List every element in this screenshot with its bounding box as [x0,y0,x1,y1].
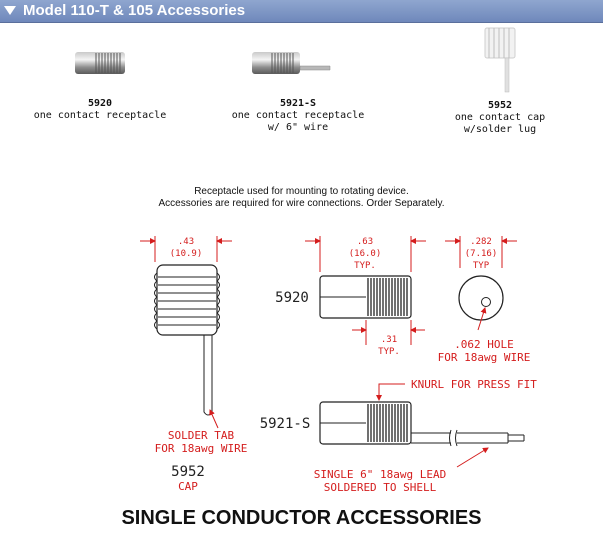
part-number: 5920 [87,98,113,109]
part-description: one contact cap [454,112,546,123]
cap-label: CAP [178,480,198,493]
intro-line-1: Receptacle used for mounting to rotating… [194,186,409,197]
receptacle-with-wire-photo [218,42,378,92]
receptacle-part-label: 5920 [275,290,309,306]
receptacle-photo [20,42,180,92]
lead-label-2: SOLDERED TO SHELL [324,481,437,494]
receptacle-length-typ: TYP. [354,261,376,271]
hole-label-2: FOR 18awg WIRE [438,351,531,364]
product-5921-s: 5921-S one contact receptacle w/ 6" wire [218,42,378,134]
solder-tab-label-1: SOLDER TAB [168,429,235,442]
intro-line-2: Accessories are required for wire connec… [158,198,445,209]
end-diameter-typ: TYP [473,261,490,271]
part-description: one contact receptacle [231,110,365,121]
receptacle-wire-part-label: 5921-S [260,416,311,432]
end-diameter-mm: (7.16) [465,249,498,259]
lead-label-1: SINGLE 6" 18awg LEAD [314,468,446,481]
end-diameter-dim: .282 [470,237,492,247]
cap-photo [430,24,570,94]
cap-width-dim: .43 [178,237,194,247]
receptacle-5921-s-drawing: KNURL FOR PRESS FIT 5921-S SINGLE 6" 18a… [260,378,537,494]
intro-text: Receptacle used for mounting to rotating… [0,186,603,210]
section-title: Model 110-T & 105 Accessories [23,2,246,19]
part-number: 5921-S [279,98,317,109]
knurl-label: KNURL FOR PRESS FIT [411,378,537,391]
part-description-2: w/ 6" wire [267,122,329,133]
part-description: one contact receptacle [33,110,167,121]
hole-label-1: .062 HOLE [454,338,514,351]
part-number: 5952 [487,100,513,111]
receptacle-5920-drawing: .63 (16.0) TYP. 5920 .31 TYP. [275,236,426,357]
cap-part-label: 5952 [171,464,205,480]
cap-width-mm: (10.9) [170,249,203,259]
half-length-typ: TYP. [378,347,400,357]
part-description-2: w/solder lug [463,124,537,135]
product-5952: 5952 one contact cap w/solder lug [430,24,570,136]
end-view-drawing: .282 (7.16) TYP .062 HOLE FOR 18awg WIRE [438,236,531,364]
cap-drawing: .43 (10.9) SOLDER TAB FOR 18awg WIRE 595… [140,236,247,493]
half-length-dim: .31 [381,335,397,345]
receptacle-length-mm: (16.0) [349,249,382,259]
collapse-triangle-icon[interactable] [4,6,16,15]
receptacle-length-dim: .63 [357,237,373,247]
section-header[interactable]: Model 110-T & 105 Accessories [0,0,603,23]
drawing-title: SINGLE CONDUCTOR ACCESSORIES [121,507,482,529]
product-5920: 5920 one contact receptacle [20,42,180,122]
solder-tab-label-2: FOR 18awg WIRE [155,442,248,455]
